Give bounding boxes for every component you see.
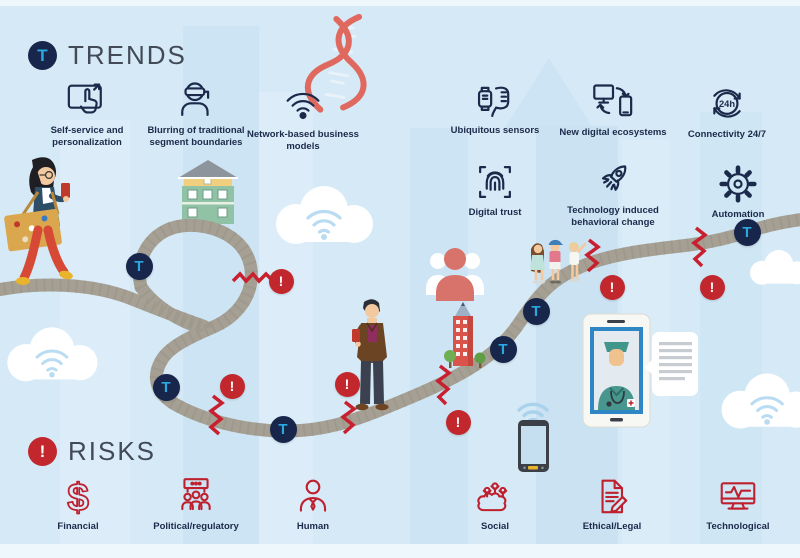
risks-badge-icon: ! (28, 437, 57, 466)
trend-marker: T (733, 218, 761, 246)
trend-item: Self-service and personalization (29, 78, 145, 150)
cloud (750, 250, 800, 285)
trend-item: Ubiquitous sensors (437, 78, 553, 137)
risk-zigzag (435, 364, 452, 406)
risk-item: Technological (680, 476, 796, 533)
dollar-icon: $ (66, 476, 90, 518)
risk-zigzag (691, 226, 708, 268)
risk-item: Political/regulatory (138, 476, 254, 533)
trend-marker: T (489, 335, 517, 363)
risk-item: $ Financial (20, 476, 136, 533)
trend-label: Automation (711, 209, 765, 220)
risk-zigzag (231, 271, 274, 284)
trend-marker: T (125, 252, 153, 280)
trends-header: T TRENDS (28, 40, 187, 71)
red-skyscraper (444, 302, 486, 368)
bg-strip-bottom (0, 544, 800, 558)
background-building (60, 120, 130, 558)
fingerprint-scan-icon (479, 166, 511, 198)
vr-headset-person-icon (181, 82, 210, 116)
wifi-cloud (7, 327, 98, 382)
wifi-cloud (276, 186, 373, 244)
risk-zigzag (208, 394, 225, 436)
trend-label: Connectivity 24/7 (687, 129, 767, 140)
speech-bubble (644, 332, 698, 396)
trend-label: Self-service and personalization (50, 125, 124, 149)
trends-badge-icon: T (28, 41, 57, 70)
smartwatch-hand-icon (477, 86, 510, 118)
document-pen-icon (601, 479, 628, 514)
man-with-phone (352, 299, 389, 411)
wifi-icon (286, 92, 320, 120)
risk-label: Political/regulatory (153, 521, 239, 532)
trend-item: Technology induced behavioral change (555, 158, 671, 230)
trend-marker: T (152, 373, 180, 401)
people-cloud-icon (477, 482, 508, 512)
risk-item: Social (437, 476, 553, 533)
risk-item: Human (255, 476, 371, 533)
background-building (259, 92, 313, 558)
risks-header: ! RISKS (28, 436, 156, 467)
risk-zigzag-group (208, 226, 708, 436)
trend-label: Network-based business models (247, 129, 359, 153)
woman-walking (4, 157, 73, 285)
risk-label: Financial (57, 521, 99, 532)
trend-item: Blurring of traditional segment boundari… (138, 78, 254, 150)
trend-label: Blurring of traditional segment boundari… (147, 125, 245, 149)
risk-marker: ! (334, 371, 360, 397)
risk-marker: ! (699, 274, 725, 300)
risk-label: Ethical/Legal (582, 521, 642, 532)
gear-icon (719, 165, 757, 203)
trend-label: Digital trust (468, 207, 522, 218)
smartphone-wifi (517, 402, 549, 472)
trees (444, 350, 486, 368)
house (178, 160, 238, 224)
trend-item: Automation (680, 162, 796, 221)
trend-label: Ubiquitous sensors (450, 125, 540, 136)
trends-title: TRENDS (68, 40, 187, 70)
risk-zigzag (584, 238, 601, 273)
bg-strip-top (0, 0, 800, 6)
trend-item: Digital trust (437, 160, 553, 219)
telemedicine-tablet (582, 313, 651, 428)
trend-label: Technology induced behavioral change (567, 205, 659, 229)
risk-label: Human (296, 521, 330, 532)
trend-marker: T (522, 297, 550, 325)
people-banner-icon (181, 478, 211, 511)
wifi-cloud (721, 373, 800, 429)
risks-title: RISKS (68, 436, 157, 466)
svg-text:$: $ (67, 477, 89, 518)
person-tie-icon (299, 479, 327, 512)
trend-marker: T (269, 415, 297, 443)
svg-text:24h: 24h (719, 99, 735, 109)
risk-marker: ! (219, 373, 245, 399)
24h-circular-arrows-icon: 24h (713, 89, 741, 118)
rocket-icon (601, 165, 627, 191)
monitor-pulse-icon (720, 482, 756, 510)
risk-item: Ethical/Legal (554, 476, 670, 533)
trend-item: 24h Connectivity 24/7 (669, 82, 785, 141)
risk-marker: ! (268, 268, 294, 294)
risk-label: Social (481, 521, 509, 532)
risk-marker: ! (445, 409, 471, 435)
trend-label: New digital ecosystems (559, 127, 667, 138)
risk-marker: ! (599, 274, 625, 300)
children-group (530, 239, 587, 284)
risk-label: Technological (706, 521, 770, 532)
trend-item: Network-based business models (245, 82, 361, 154)
trend-item: New digital ecosystems (555, 80, 671, 139)
people-silhouette-icon (426, 248, 484, 301)
tablet-tap-icon (67, 83, 102, 114)
risk-zigzag (340, 400, 357, 435)
devices-sync-icon (593, 84, 633, 117)
